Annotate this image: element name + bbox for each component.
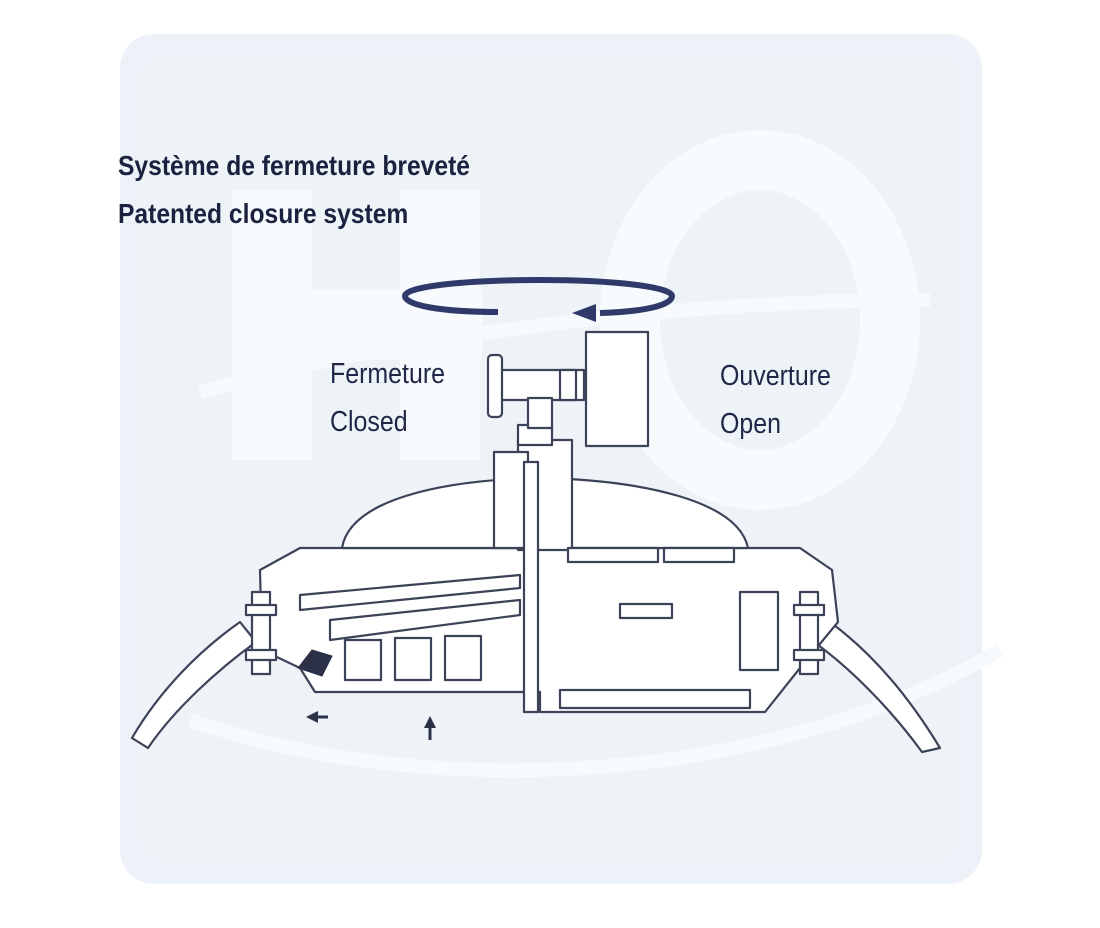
window-slot	[618, 602, 674, 620]
valve-left-cap	[486, 353, 504, 419]
closed-label-french: Fermeture	[330, 358, 446, 390]
up-arrow-icon	[424, 716, 436, 740]
open-label-english: Open	[720, 408, 782, 440]
rotation-arrow-icon	[401, 276, 676, 322]
seal	[297, 649, 333, 677]
left-arrow-icon	[306, 711, 328, 723]
valve-junction	[526, 396, 554, 430]
valve-block	[584, 330, 650, 448]
watermark	[232, 130, 920, 510]
title-french: Système de fermeture breveté	[118, 150, 470, 181]
closed-label-english: Closed	[330, 406, 408, 438]
title-english: Patented closure system	[118, 198, 409, 229]
open-label-french: Ouverture	[720, 360, 831, 392]
